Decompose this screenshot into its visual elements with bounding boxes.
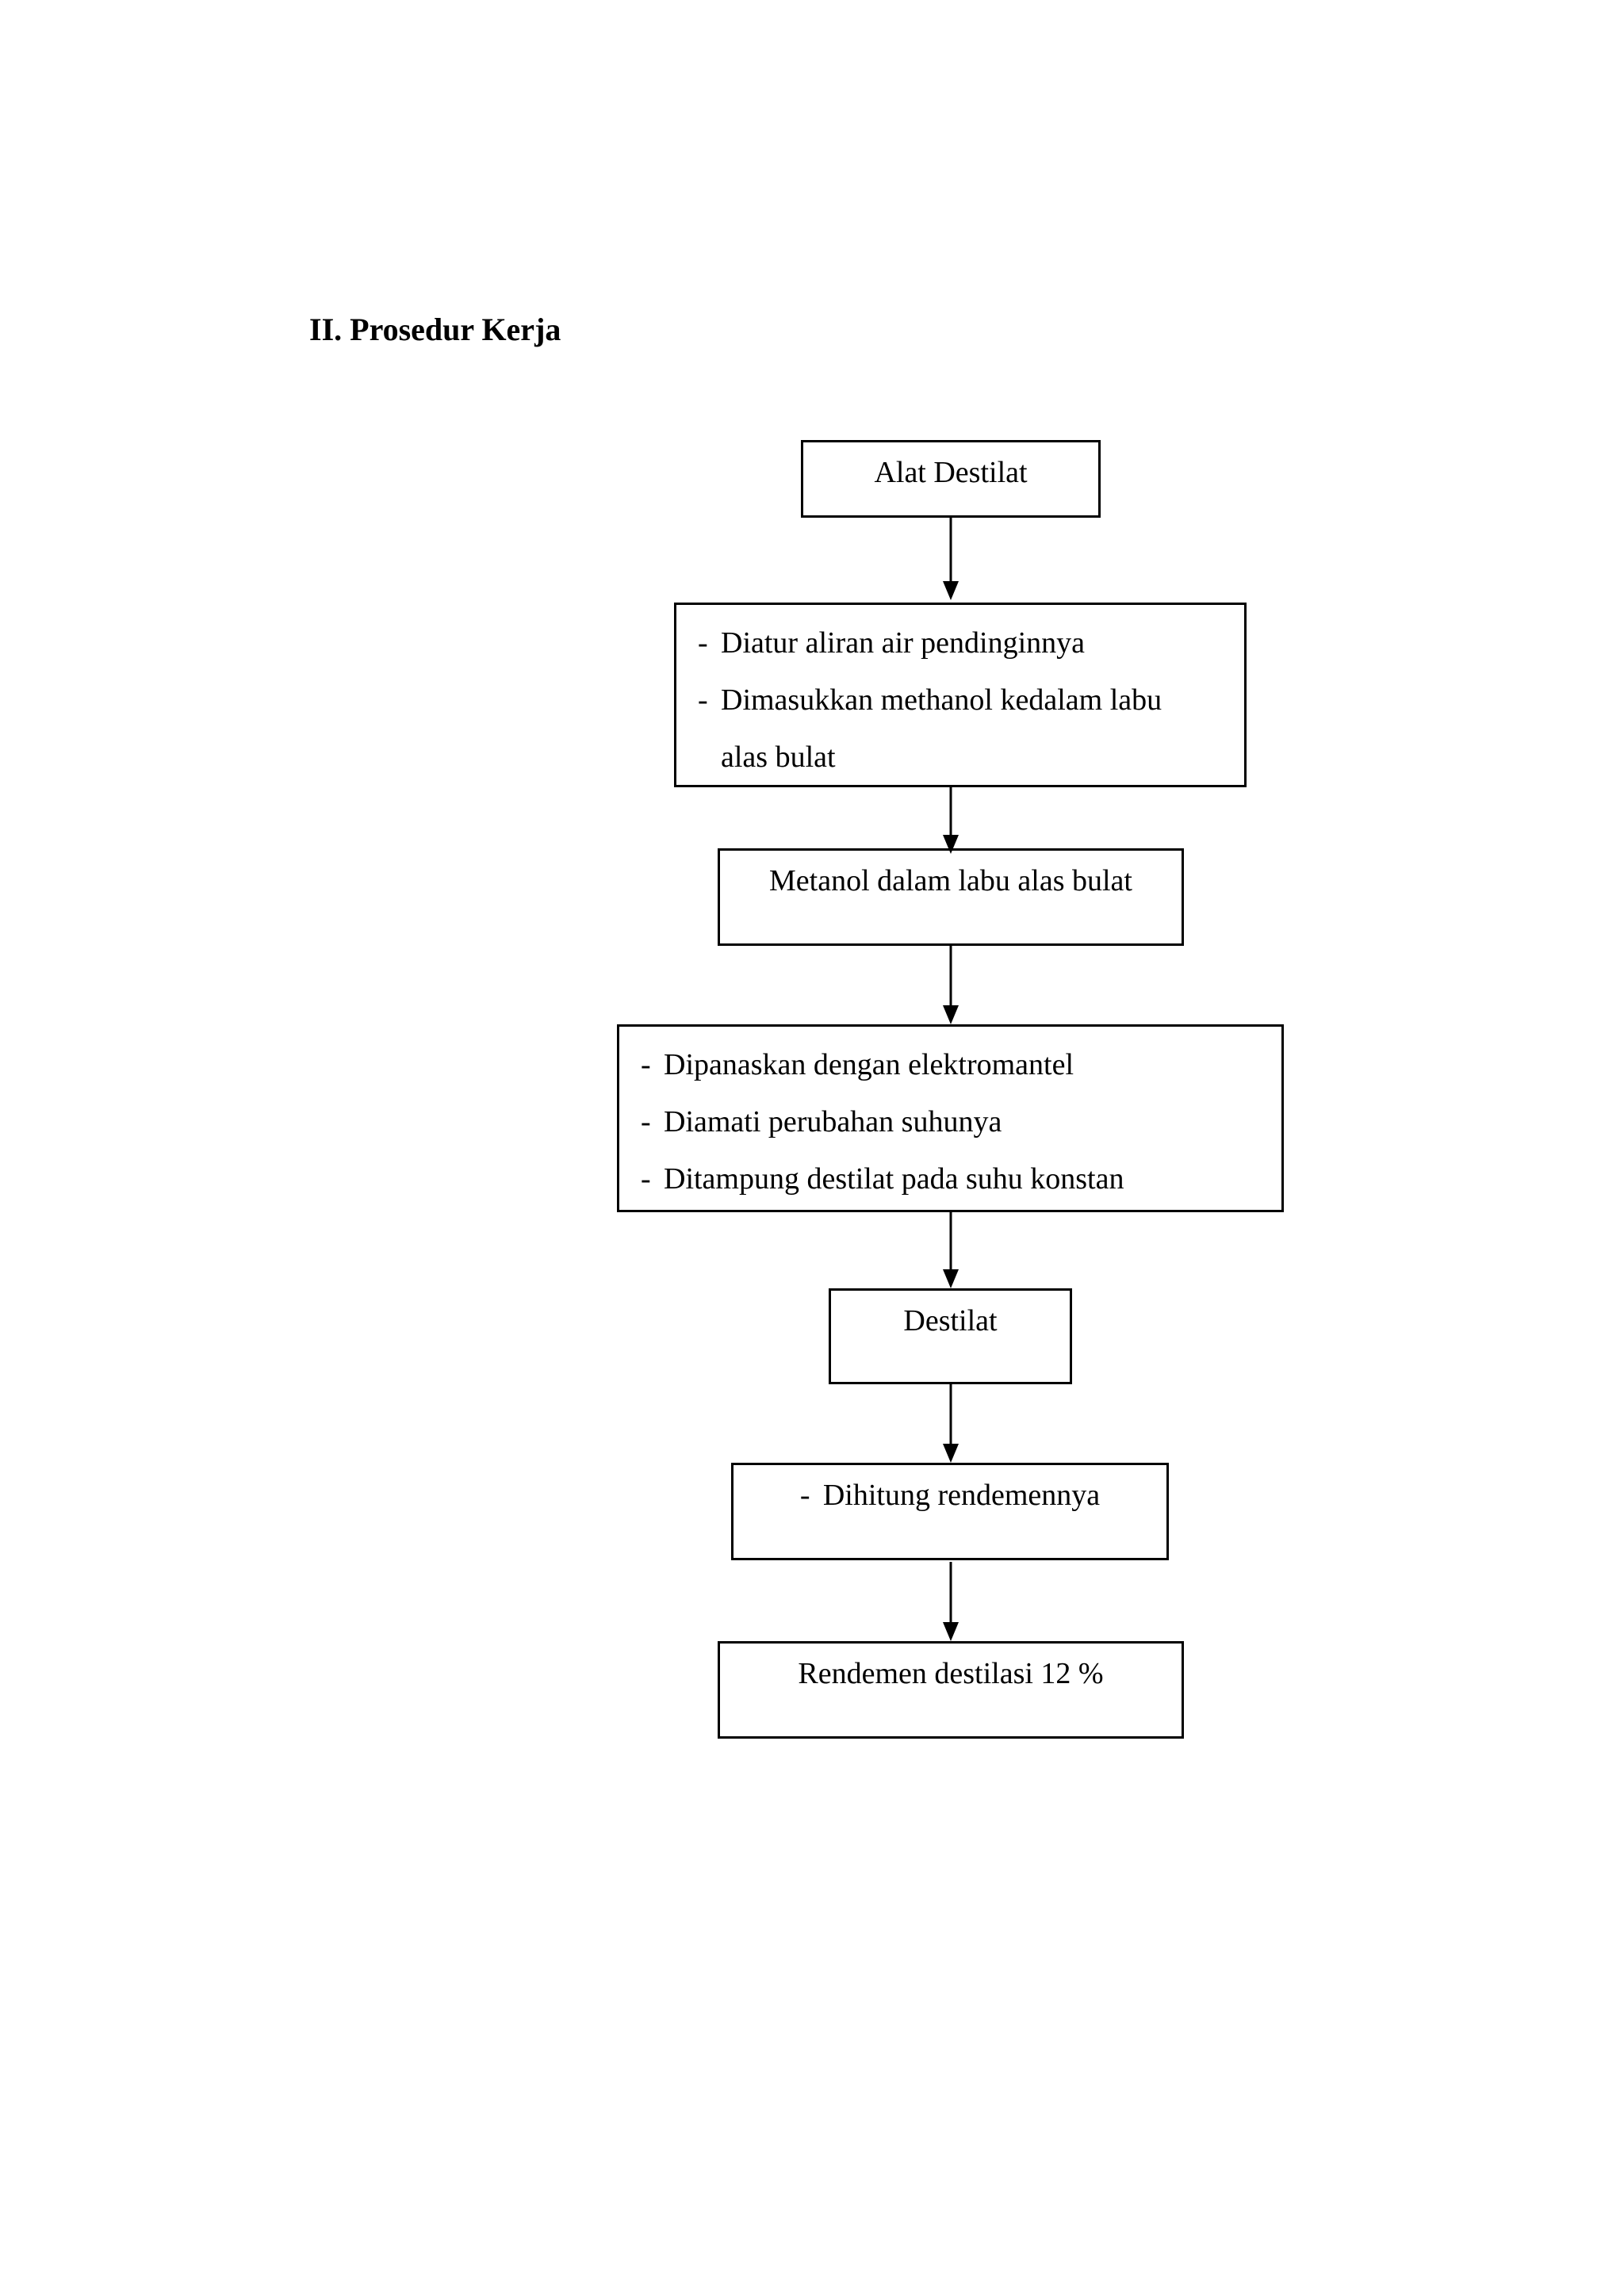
arrow-alat-to-step-1 <box>943 518 959 600</box>
step-1-list: Diatur aliran air pendinginnya Dimasukka… <box>698 614 1244 786</box>
arrow-step-3-to-rendemen <box>943 1562 959 1641</box>
arrow-destilat-to-step-3 <box>943 1384 959 1463</box>
node-destilat-label: Destilat <box>903 1304 998 1337</box>
step-2-item: Diamati perubahan suhunya <box>641 1093 1281 1150</box>
node-step-2: Dipanaskan dengan elektromantel Diamati … <box>617 1024 1284 1212</box>
arrow-step-1-to-metanol <box>943 787 959 854</box>
node-step-3: Dihitung rendemennya <box>731 1463 1169 1560</box>
node-rendemen: Rendemen destilasi 12 % <box>718 1641 1184 1739</box>
step-1-item: Dimasukkan methanol kedalam labu alas bu… <box>698 672 1244 786</box>
arrow-step-2-to-destilat <box>943 1212 959 1288</box>
node-rendemen-label: Rendemen destilasi 12 % <box>798 1657 1104 1690</box>
node-step-1: Diatur aliran air pendinginnya Dimasukka… <box>674 603 1247 787</box>
step-2-item: Ditampung destilat pada suhu konstan <box>641 1150 1281 1207</box>
step-2-item: Dipanaskan dengan elektromantel <box>641 1036 1281 1093</box>
step-3-list: Dihitung rendemennya <box>800 1465 1100 1524</box>
step-3-item: Dihitung rendemennya <box>800 1467 1100 1524</box>
step-1-item: Diatur aliran air pendinginnya <box>698 614 1244 672</box>
arrow-metanol-to-step-2 <box>943 946 959 1024</box>
node-alat-destilat-label: Alat Destilat <box>874 456 1028 489</box>
node-alat-destilat: Alat Destilat <box>801 440 1101 518</box>
node-destilat: Destilat <box>829 1288 1072 1384</box>
step-2-list: Dipanaskan dengan elektromantel Diamati … <box>641 1036 1281 1207</box>
node-metanol-label: Metanol dalam labu alas bulat <box>769 864 1132 897</box>
section-title: II. Prosedur Kerja <box>309 312 561 347</box>
